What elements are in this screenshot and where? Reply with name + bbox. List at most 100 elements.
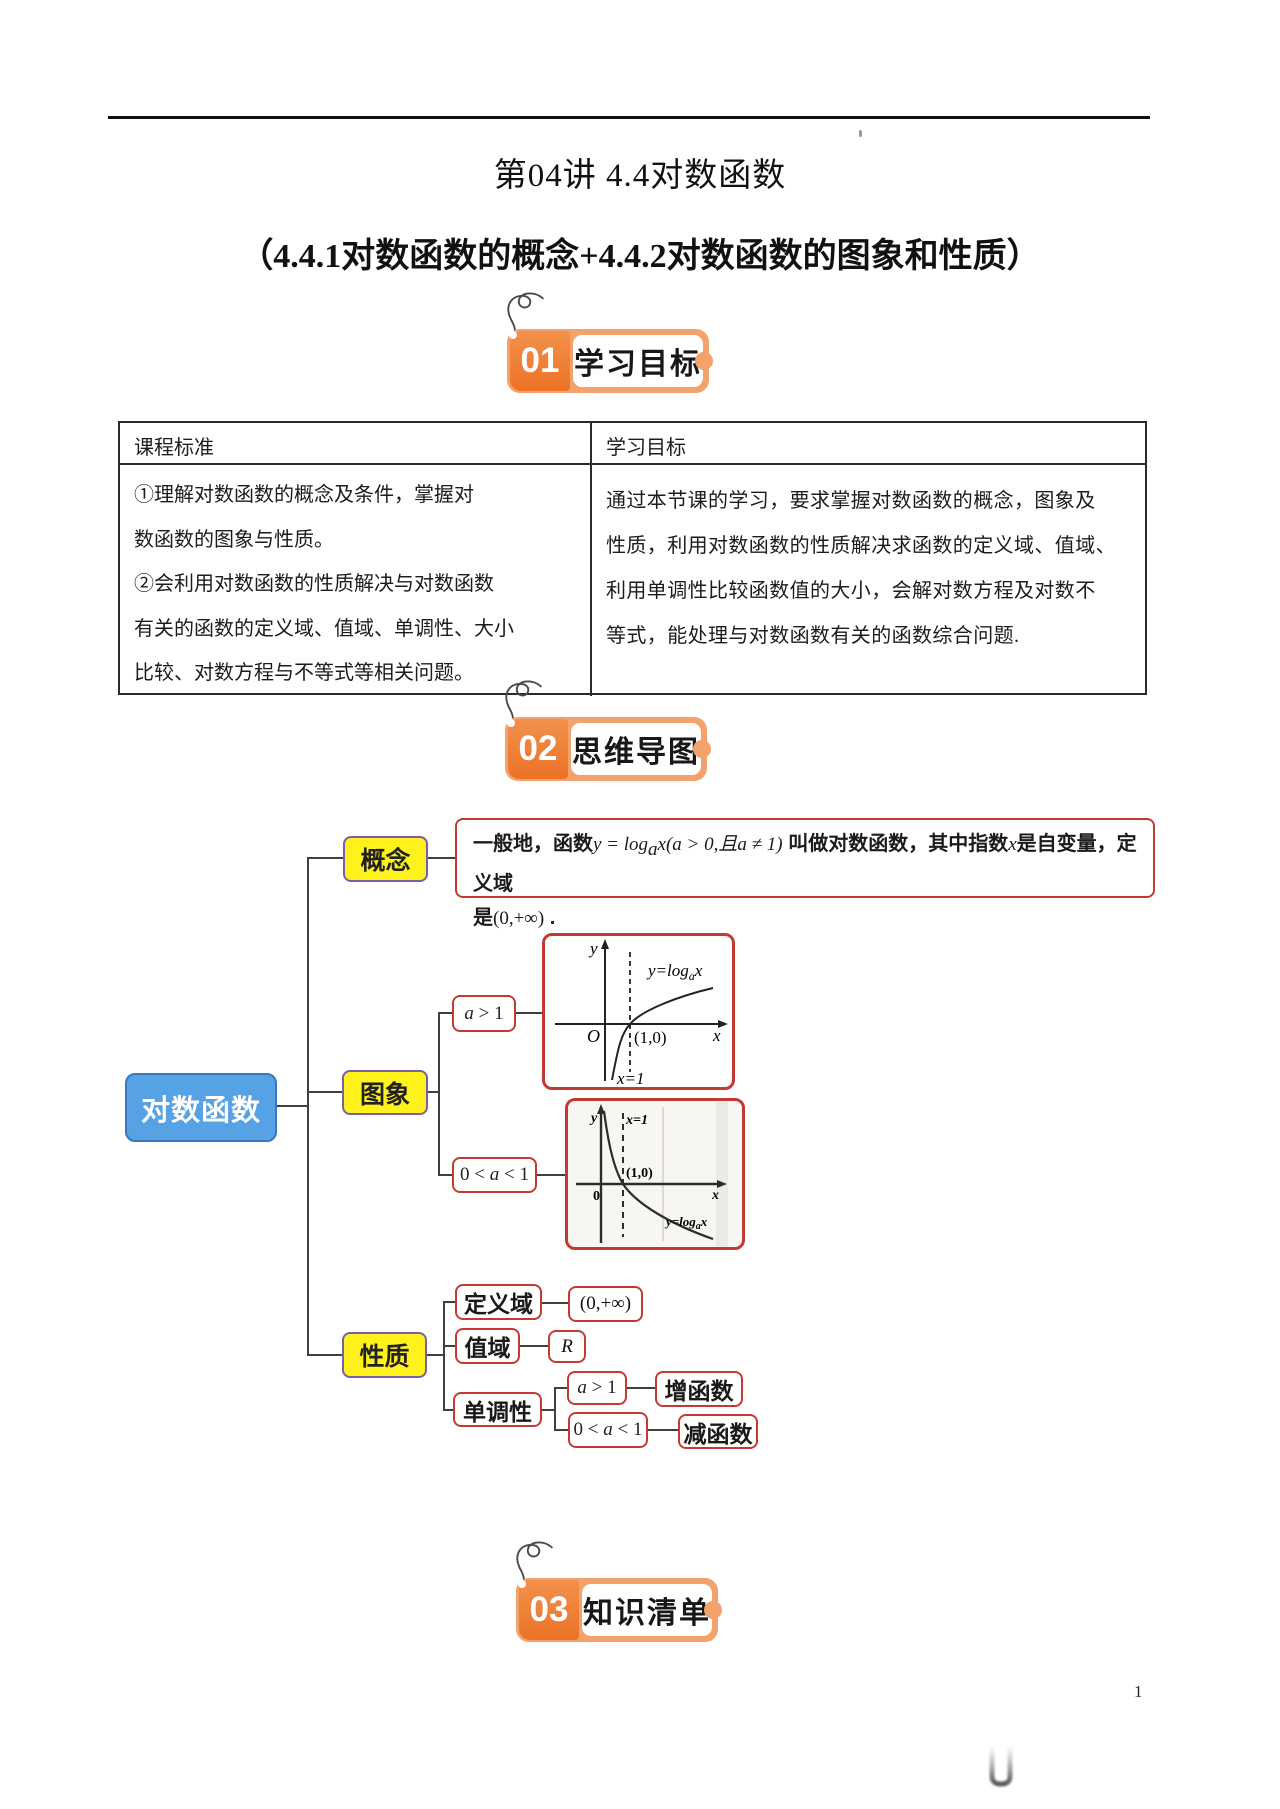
origin-label: O — [587, 1026, 600, 1046]
property-range-value: R — [548, 1330, 586, 1363]
mindmap-connector — [554, 1429, 568, 1431]
mindmap-connector — [627, 1387, 655, 1389]
mindmap-connector — [438, 1174, 452, 1176]
page-number: 1 — [1134, 1682, 1143, 1701]
concept-line-2: 是(0,+∞) . — [473, 901, 1153, 936]
y-axis-label: y — [589, 1111, 598, 1126]
goal-line: 利用单调性比较函数值的大小，会解对数方程及对数不 — [606, 580, 1096, 602]
monotonicity-condition-a-gt-1: a > 1 — [567, 1371, 627, 1405]
condition-box-a-gt-1: a > 1 — [452, 995, 516, 1032]
badge-notch — [693, 740, 711, 758]
mindmap-connector — [438, 1012, 452, 1014]
goal-line: 等式，能处理与对数函数有关的函数综合问题. — [606, 625, 1020, 647]
standard-line: 有关的函数的定义域、值域、单调性、大小 — [134, 617, 514, 640]
section-badge-02: 02 思维导图 — [505, 680, 711, 781]
concept-line-1: 一般地，函数y = logax(a > 0,且a ≠ 1) 叫做对数函数，其中指… — [473, 827, 1153, 901]
mindmap-connector — [428, 1091, 440, 1093]
mindmap-node-image: 图象 — [342, 1070, 428, 1115]
objectives-table: 课程标准 学习目标 ①理解对数函数的概念及条件，掌握对 数函数的图象与性质。 ②… — [118, 421, 1147, 696]
condition-box-a-lt-1: 0 < a < 1 — [452, 1157, 537, 1193]
monotonicity-increasing: 增函数 — [655, 1371, 743, 1407]
concept-text: 是 — [473, 907, 493, 929]
log-curve — [602, 1110, 714, 1241]
badge-notch — [695, 352, 713, 370]
badge-number: 03 — [519, 1580, 579, 1640]
scan-speck — [859, 130, 862, 137]
goal-line: 通过本节课的学习，要求掌握对数函数的概念，图象及 — [606, 490, 1096, 512]
mindmap-connector — [307, 857, 343, 859]
mindmap-branch-line — [554, 1387, 556, 1431]
mindmap-connector — [648, 1429, 678, 1431]
badge-notch — [704, 1601, 722, 1619]
property-range-label: 值域 — [455, 1328, 520, 1364]
badge-frame: 02 思维导图 — [505, 717, 711, 781]
page-title: 第04讲 4.4对数函数 — [493, 158, 787, 194]
mindmap-connector — [428, 857, 455, 859]
mindmap-connector — [443, 1301, 455, 1303]
mindmap-connector — [520, 1345, 548, 1347]
point-label: (1,0) — [626, 1166, 653, 1181]
page-subtitle: （4.4.1对数函数的概念+4.4.2对数函数的图象和性质） — [239, 238, 1041, 275]
goal-line: 性质，利用对数函数的性质解决求函数的定义域、值域、 — [606, 535, 1116, 557]
y-axis-label: y — [588, 939, 598, 958]
concept-definition-box: 一般地，函数y = logax(a > 0,且a ≠ 1) 叫做对数函数，其中指… — [455, 818, 1155, 929]
mindmap-root-node: 对数函数 — [125, 1073, 277, 1142]
mindmap-connector — [277, 1105, 309, 1107]
mindmap-connector — [427, 1354, 444, 1356]
property-monotonicity-label: 单调性 — [453, 1392, 542, 1427]
log-curve-decreasing-graph: y x 0 (1,0) x=1 y=logax — [576, 1101, 728, 1247]
badge-panel: 知识清单 — [582, 1584, 722, 1636]
badge-label: 知识清单 — [583, 1597, 711, 1630]
concept-math: (0,+∞) — [493, 908, 545, 929]
x-axis-label: x — [712, 1026, 721, 1045]
badge-number: 02 — [508, 719, 568, 779]
badge-pin — [509, 331, 517, 339]
mindmap-node-properties: 性质 — [342, 1332, 427, 1378]
watermark-smudge — [940, 1744, 1216, 1787]
monotonicity-condition-a-lt-1: 0 < a < 1 — [568, 1412, 648, 1448]
concept-text: . — [544, 907, 556, 929]
curve-label: y=logax — [664, 1214, 708, 1232]
mindmap-connector — [443, 1409, 453, 1411]
badge-label: 思维导图 — [572, 736, 700, 769]
scan-band — [716, 1101, 728, 1247]
table-cell-standard: ①理解对数函数的概念及条件，掌握对 数函数的图象与性质。 ②会利用对数函数的性质… — [120, 465, 590, 696]
badge-label: 学习目标 — [574, 348, 702, 381]
graph-a-lt-1: y x 0 (1,0) x=1 y=logax — [565, 1098, 745, 1250]
mindmap-node-concept: 概念 — [343, 836, 428, 882]
standard-line: ①理解对数函数的概念及条件，掌握对 — [134, 484, 474, 506]
table-cell-goal: 通过本节课的学习，要求掌握对数函数的概念，图象及 性质，利用对数函数的性质解决求… — [590, 465, 1145, 696]
graph-a-gt-1: y x O (1,0) x=1 y=logax — [542, 933, 735, 1090]
point-label: (1,0) — [634, 1028, 667, 1047]
asymptote-label: x=1 — [616, 1069, 645, 1087]
concept-math: y = log — [593, 834, 649, 855]
property-domain-label: 定义域 — [455, 1284, 542, 1320]
curve-label: y=logax — [646, 961, 703, 983]
asymptote-label: x=1 — [625, 1113, 648, 1128]
mindmap-connector — [307, 1091, 342, 1093]
badge-pin — [507, 719, 515, 727]
badge-pin — [518, 1580, 526, 1588]
monotonicity-decreasing: 减函数 — [678, 1414, 758, 1449]
badge-panel: 学习目标 — [573, 335, 713, 387]
badge-number: 01 — [510, 331, 570, 391]
section-badge-01: 01 学习目标 — [507, 292, 713, 393]
y-axis-arrow — [601, 939, 609, 949]
standard-line: 数函数的图象与性质。 — [134, 528, 334, 551]
mindmap-connector — [443, 1345, 455, 1347]
badge-frame: 03 知识清单 — [516, 1578, 722, 1642]
standard-line: ②会利用对数函数的性质解决与对数函数 — [134, 573, 494, 595]
log-curve-increasing-graph: y x O (1,0) x=1 y=logax — [555, 939, 728, 1087]
property-domain-value: (0,+∞) — [568, 1286, 643, 1322]
section-badge-03: 03 知识清单 — [516, 1541, 722, 1642]
table-header-standard: 课程标准 — [120, 423, 590, 465]
concept-text: 是自变量，定义域 — [473, 833, 1137, 895]
mindmap-connector — [307, 1354, 342, 1356]
badge-frame: 01 学习目标 — [507, 329, 713, 393]
badge-panel: 思维导图 — [571, 723, 711, 775]
concept-text: 叫做对数函数，其中指数 — [782, 833, 1009, 855]
concept-math: x(a > 0,且a ≠ 1) — [657, 834, 783, 855]
mindmap-connector — [516, 1012, 542, 1014]
top-horizontal-rule — [108, 116, 1150, 119]
